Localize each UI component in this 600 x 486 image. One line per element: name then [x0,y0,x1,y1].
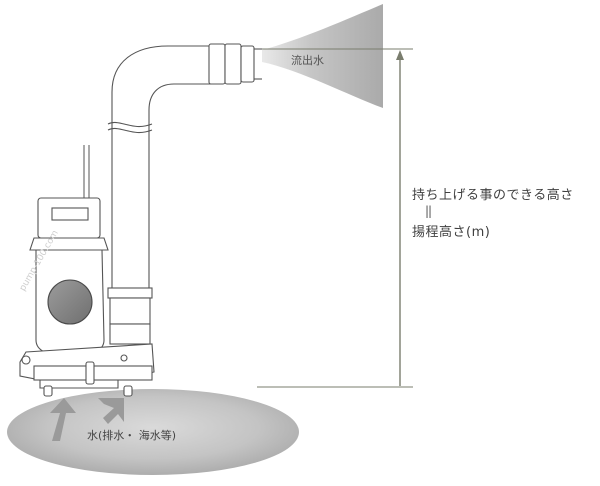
pump-top-cap [29,237,109,251]
outlet-coupling [107,287,153,299]
intake-arrows [50,398,124,441]
pipe-break-mark [107,122,153,128]
intake-arrow-right [98,398,124,424]
base-bolt [21,355,31,365]
submersible-pump [19,197,155,397]
pipe-joint-band [208,43,226,85]
pump-foot [123,385,133,397]
pump-window [47,279,93,325]
pipe-break-mark [107,128,153,134]
equals-mark: || [425,204,432,218]
water-pool [7,389,299,475]
outlet-coupling [109,297,151,325]
discharge-pipe [107,43,262,301]
outflow-water-jet [262,4,383,108]
pump-foot [85,361,95,385]
pump-foot [43,385,53,397]
lift-height-label: 持ち上げる事のできる高さ [412,188,574,203]
head-measurement [248,48,413,388]
pump-handle-grip [51,207,89,221]
pump-head-label: 揚程高さ(m) [412,225,491,240]
pipe-joint-band [240,45,255,83]
pipe-elbow [111,45,215,301]
height-arrowhead [396,50,404,60]
intake-arrow-left [50,398,76,441]
pipe-joint-band [224,43,242,85]
water-source-label: 水(排水・ 海水等) [87,429,177,442]
outflow-water-label: 流出水 [291,54,324,67]
base-bolt [120,354,128,362]
outlet-coupling [109,323,151,345]
power-cable [83,145,90,200]
